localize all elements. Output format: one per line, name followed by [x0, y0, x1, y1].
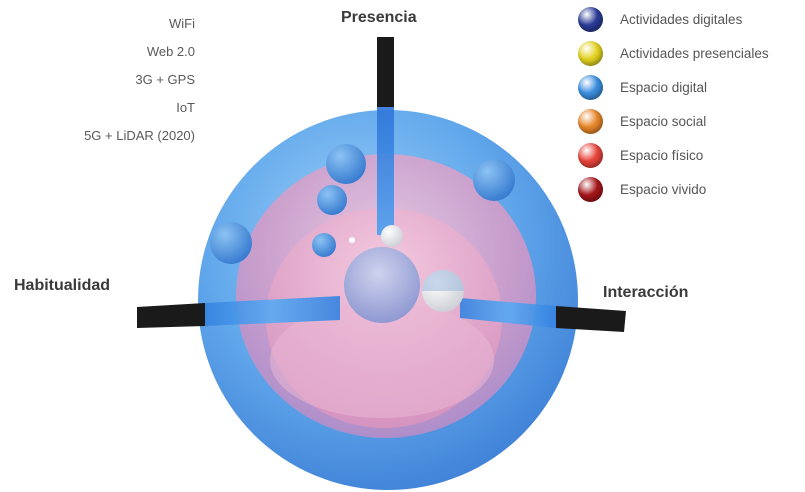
sphere-shading [422, 270, 464, 291]
legend-label: Actividades presenciales [620, 45, 769, 61]
era-item: 3G + GPS [135, 72, 195, 87]
interaccion-pillar [556, 306, 626, 332]
presencia-beam [377, 107, 394, 235]
legend: Actividades digitales Actividades presen… [578, 2, 805, 206]
digital-activity-sphere [312, 233, 336, 257]
legend-label: Espacio digital [620, 79, 708, 95]
yellow-sphere-icon [578, 40, 603, 66]
legend-label: Actividades digitales [620, 11, 743, 27]
red-sphere-icon [578, 142, 603, 168]
digital-activity-sphere [317, 185, 347, 215]
digital-activity-sphere [326, 144, 366, 184]
era-item: 5G + LiDAR (2020) [84, 128, 195, 143]
presencia-pillar [377, 37, 394, 107]
legend-label: Espacio vivido [620, 181, 707, 197]
interaccion-beam [460, 298, 556, 328]
habitualidad-pillar [137, 303, 205, 328]
presence-activity-sphere [381, 225, 403, 247]
legend-item: Actividades presenciales [578, 36, 805, 70]
dark-blue-sphere-icon [578, 6, 603, 32]
highlight-dot [349, 237, 355, 243]
legend-label: Espacio social [620, 113, 707, 129]
axis-label-habitualidad: Habitualidad [14, 277, 111, 294]
legend-item: Espacio social [578, 104, 805, 138]
era-item: WiFi [169, 16, 195, 31]
axis-label-interaccion: Interacción [603, 284, 689, 301]
orange-sphere-icon [578, 108, 603, 134]
axis-label-presencia: Presencia [341, 9, 417, 26]
legend-item: Espacio físico [578, 138, 805, 172]
legend-item: Actividades digitales [578, 2, 805, 36]
legend-item: Espacio digital [578, 70, 805, 104]
legend-item: Espacio vivido [578, 172, 805, 206]
habitualidad-beam [205, 296, 340, 326]
era-item: IoT [176, 100, 195, 115]
blue-sphere-icon [578, 74, 603, 100]
inner-band [270, 302, 494, 418]
digital-activity-sphere [473, 159, 515, 201]
digital-activity-sphere [210, 222, 252, 264]
era-item: Web 2.0 [146, 44, 195, 59]
era-list: WiFi Web 2.0 3G + GPS IoT 5G + LiDAR (20… [60, 10, 195, 150]
legend-label: Espacio físico [620, 147, 704, 163]
core-sphere [344, 247, 420, 323]
dark-red-sphere-icon [578, 176, 603, 202]
